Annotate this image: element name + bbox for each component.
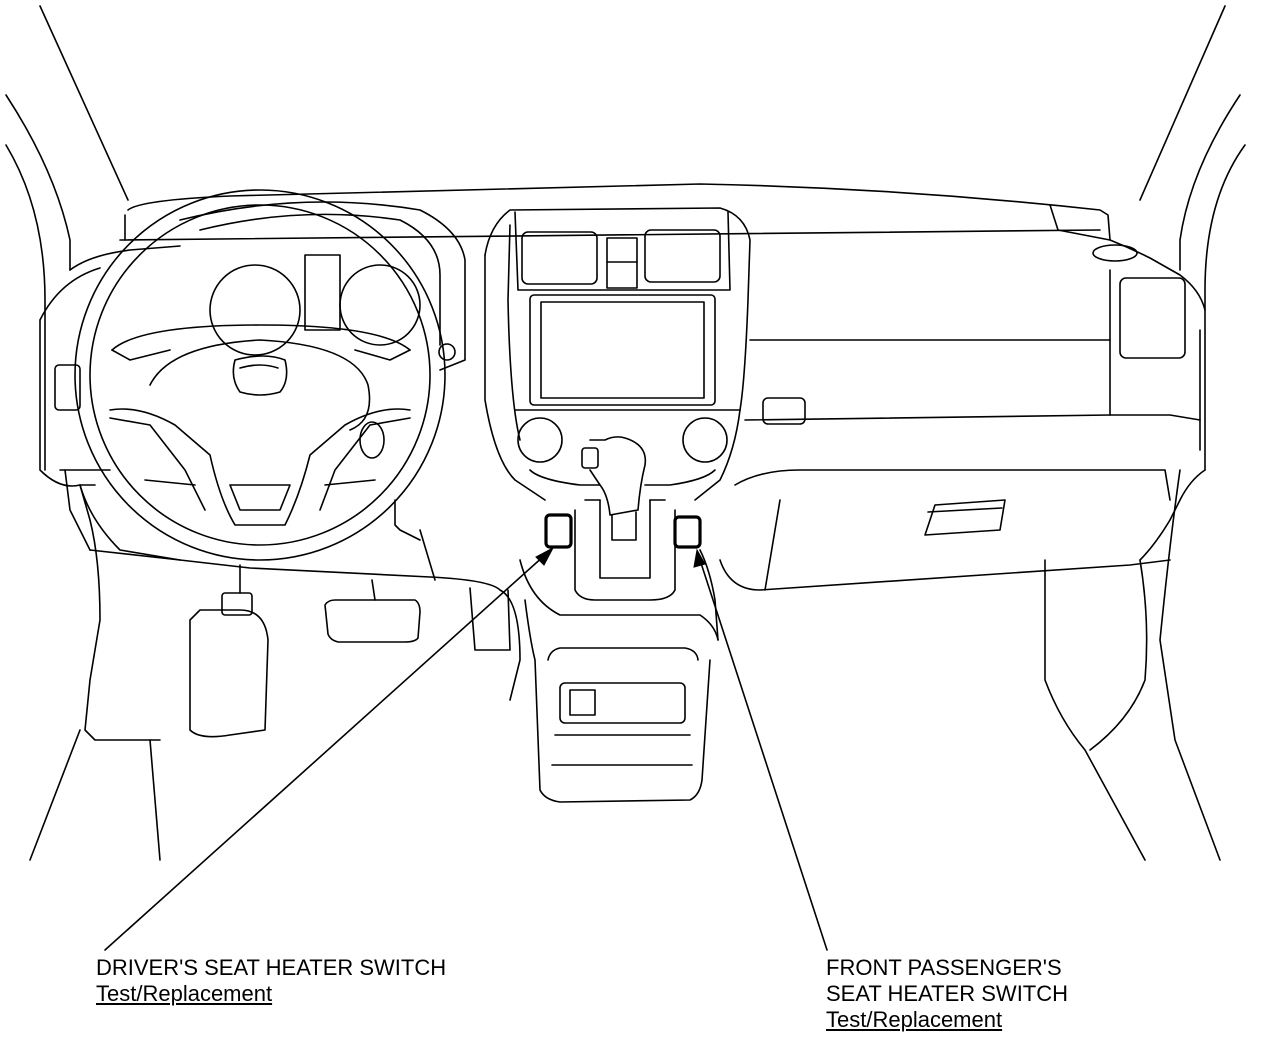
center-stack xyxy=(484,207,751,501)
driver-seat-heater-switch[interactable] xyxy=(544,513,573,549)
instrument-cluster xyxy=(179,201,466,371)
gear-shifter xyxy=(574,436,676,601)
passenger-seat-heater-switch[interactable] xyxy=(673,515,702,549)
footwell xyxy=(29,469,1221,861)
lower-console xyxy=(519,559,719,803)
dashboard-top xyxy=(39,183,1206,321)
steering-wheel xyxy=(74,189,446,561)
passenger-callout-title-line1: FRONT PASSENGER'S xyxy=(826,955,1062,980)
passenger-leader-line xyxy=(693,548,828,951)
right-dash xyxy=(699,269,1206,641)
driver-test-replacement-link[interactable]: Test/Replacement xyxy=(96,981,273,1006)
driver-callout: DRIVER'S SEAT HEATER SWITCH Test/Replace… xyxy=(96,955,446,1007)
passenger-callout: FRONT PASSENGER'S SEAT HEATER SWITCH Tes… xyxy=(826,955,1068,1033)
left-dash xyxy=(39,319,181,561)
driver-callout-title: DRIVER'S SEAT HEATER SWITCH xyxy=(96,955,447,980)
a-pillars xyxy=(5,5,1246,471)
passenger-test-replacement-link[interactable]: Test/Replacement xyxy=(826,1007,1003,1032)
driver-leader-line xyxy=(104,546,555,951)
passenger-callout-title-line2: SEAT HEATER SWITCH xyxy=(826,981,1069,1006)
